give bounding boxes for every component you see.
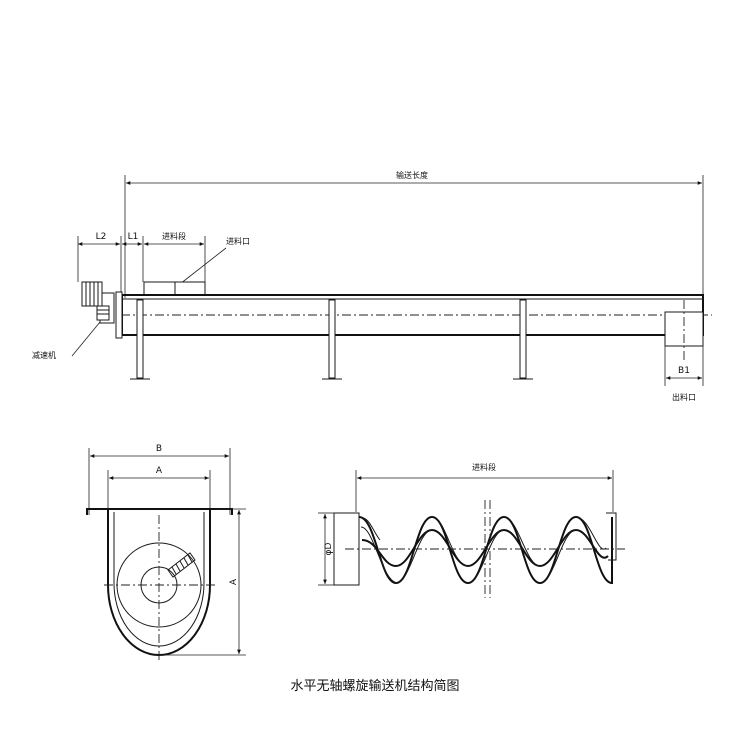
support-legs <box>130 299 533 380</box>
support-leg <box>136 299 144 379</box>
spiral-view: 进料段 φD <box>318 462 625 598</box>
inlet-label: 进料口 <box>226 236 250 246</box>
inlet-length-label: 进料段 <box>162 231 186 241</box>
motor-reducer <box>81 281 115 324</box>
trough-flange <box>86 508 233 515</box>
liner-hatch <box>167 552 196 578</box>
support-leg <box>328 299 336 379</box>
inlet-leader <box>179 247 227 285</box>
outlet-chute <box>664 300 704 362</box>
conveyor-length-label: 输送长度 <box>396 170 428 180</box>
l1-label: L1 <box>128 232 139 242</box>
side-view: 输送长度 L2 L1 进料段 进料口 <box>32 170 712 402</box>
spiral-band-rear <box>395 529 577 584</box>
end-plate <box>115 291 123 339</box>
motor-label: 减速机 <box>32 350 56 360</box>
b1-label: B1 <box>678 366 690 376</box>
spiral-band-outer-b <box>358 516 399 584</box>
spiral-length-label: 进料段 <box>472 462 496 472</box>
a-top-label: A <box>156 466 163 476</box>
spiral-end-cap <box>606 512 617 561</box>
b-label: B <box>156 444 162 454</box>
a-side-label: A <box>229 578 239 585</box>
outlet-label: 出料口 <box>672 392 696 402</box>
diagram-caption: 水平无轴螺旋输送机结构简图 <box>290 678 459 694</box>
motor-leader <box>71 321 101 357</box>
l2-label: L2 <box>96 232 107 242</box>
cross-section-view: B A A <box>86 444 246 660</box>
u-trough-outer <box>107 509 211 656</box>
phi-d-label: φD <box>324 543 334 556</box>
support-leg <box>519 299 527 379</box>
